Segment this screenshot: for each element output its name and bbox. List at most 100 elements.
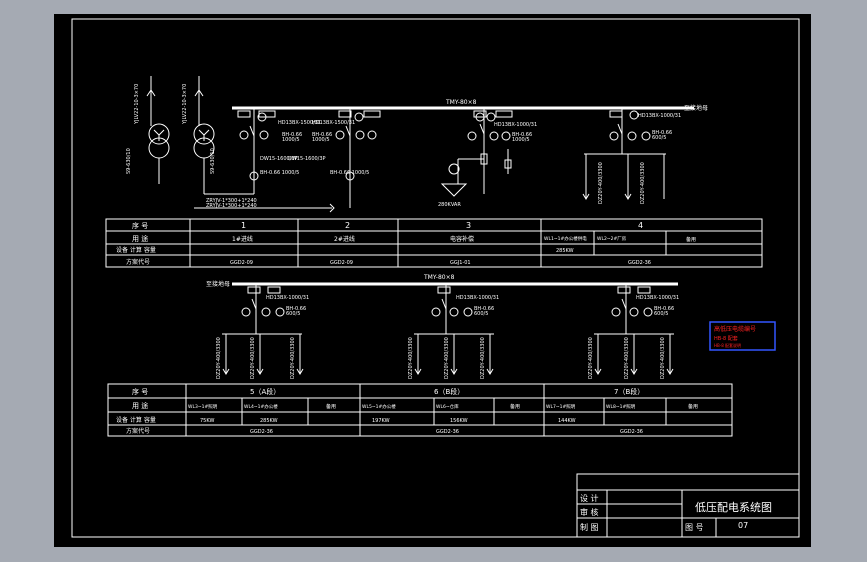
svg-text:BH-0.66: BH-0.66 — [512, 132, 532, 138]
svg-text:YJLV22-10-3×70: YJLV22-10-3×70 — [134, 84, 140, 125]
to-ground-label-top: 至接地母 — [684, 104, 708, 112]
svg-text:HD13BX-1000/31: HD13BX-1000/31 — [636, 295, 679, 301]
svg-text:HD13BX-1000/31: HD13BX-1000/31 — [266, 295, 309, 301]
svg-text:YJLV22-10-3×70: YJLV22-10-3×70 — [182, 84, 188, 125]
b-col-5-no: 5（A段） — [250, 387, 280, 396]
row-label-no: 序 号 — [132, 221, 148, 230]
svg-text:DZ20Y-400/3300: DZ20Y-400/3300 — [480, 337, 486, 379]
svg-text:BH-0.66: BH-0.66 — [312, 132, 332, 138]
review-label: 审 核 — [580, 507, 599, 517]
panel-6-branch: HD13BX-1000/31 BH-0.66 600/5 DZ20Y-400/3… — [408, 284, 499, 379]
incoming-cable-2: YJLV22-10-3×70 — [182, 76, 204, 126]
row-label-code: 方案代号 — [126, 258, 150, 266]
svg-text:DZ20Y-400/3300: DZ20Y-400/3300 — [598, 162, 604, 204]
b-row-label-no: 序 号 — [132, 387, 148, 396]
svg-text:ZRYJV-1*300+1*240: ZRYJV-1*300+1*240 — [206, 203, 257, 209]
b-col-6-cap-2: 156KW — [450, 418, 468, 424]
col-1-code: GGD2-09 — [230, 260, 253, 266]
svg-text:1000/5: 1000/5 — [512, 137, 530, 143]
row-label-cap: 设备 计算 容量 — [116, 246, 156, 254]
svg-text:DZ20Y-400/3300: DZ20Y-400/3300 — [290, 337, 296, 379]
b-col-5-sub-3: 备用 — [326, 403, 336, 410]
col-4-no: 4 — [638, 221, 643, 230]
panel-7-branch: HD13BX-1000/31 BH-0.66 600/5 DZ20Y-400/3… — [588, 284, 679, 379]
col-4-cap: 285KW — [556, 248, 574, 254]
annotation-box: 高低压电缆编号 HB-8 配套 HB-8 配套说明 — [709, 321, 776, 351]
svg-text:BH-0.66: BH-0.66 — [654, 306, 674, 312]
col-2-use: 2#进线 — [334, 235, 355, 243]
drawing-no: 07 — [738, 521, 748, 530]
b-col-7-sub-1: WL7~1#照明 — [546, 404, 576, 410]
b-col-6-cap-1: 197KW — [372, 418, 390, 424]
drawing-sheet: TMY-80×8 至接地母 YJLV22-10-3×70 YJLV22-10-3… — [54, 14, 811, 547]
annotation-line-3: HB-8 配套说明 — [714, 342, 741, 348]
drawing-title: 低压配电系统图 — [695, 501, 772, 514]
svg-text:600/5: 600/5 — [286, 311, 300, 317]
b-col-6-no: 6（B段） — [434, 387, 464, 396]
table-top: 序 号 用 途 设备 计算 容量 方案代号 1 2 3 4 1#进线 2#进线 … — [105, 218, 763, 268]
panel-5-branch: HD13BX-1000/31 BH-0.66 600/5 DZ20Y-400/3… — [216, 284, 309, 379]
svg-text:HD13BX-1000/31: HD13BX-1000/31 — [494, 122, 537, 128]
b-col-5-cap-2: 285KW — [260, 418, 278, 424]
table-bottom: 序 号 用 途 设备 计算 容量 方案代号 5（A段） 6（B段） 7（B段） … — [107, 383, 733, 437]
design-label: 设 计 — [580, 493, 599, 503]
b-col-6-sub-3: 备用 — [510, 403, 520, 410]
svg-text:600/5: 600/5 — [652, 135, 666, 141]
b-col-6-code: GGD2-36 — [436, 429, 459, 435]
col-1-no: 1 — [241, 221, 246, 230]
transformer-1: S9-630/10 — [126, 123, 170, 184]
row-label-use: 用 途 — [132, 234, 148, 243]
panel-3-capacitor-branch: HD13BX-1000/31 BH-0.66 1000/5 280KVAR — [438, 108, 537, 208]
incoming-cable-1: YJLV22-10-3×70 — [134, 76, 156, 126]
b-col-5-sub-1: WL3~1#照明 — [188, 404, 218, 410]
svg-text:DZ20Y-400/3300: DZ20Y-400/3300 — [216, 337, 222, 379]
b-row-label-cap: 设备 计算 容量 — [116, 416, 156, 424]
col-4-sub-1: WL1~1#办公楼供电 — [544, 235, 587, 242]
col-2-code: GGD2-09 — [330, 260, 353, 266]
svg-text:600/5: 600/5 — [474, 311, 488, 317]
svg-text:DZ20Y-400/3300: DZ20Y-400/3300 — [408, 337, 414, 379]
breaker-2-label: DW15-1600/3P — [288, 156, 326, 162]
svg-text:1000/5: 1000/5 — [282, 137, 300, 143]
svg-text:HD13BX-1000/31: HD13BX-1000/31 — [638, 113, 681, 119]
svg-text:DZ20Y-400/3300: DZ20Y-400/3300 — [444, 337, 450, 379]
svg-text:DZ20Y-400/3300: DZ20Y-400/3300 — [588, 337, 594, 379]
col-3-no: 3 — [466, 221, 471, 230]
panel-4-branch: HD13BX-1000/31 BH-0.66 600/5 DZ20Y-400/3… — [582, 108, 681, 204]
svg-text:BH-0.66: BH-0.66 — [474, 306, 494, 312]
svg-text:1000/5: 1000/5 — [312, 137, 330, 143]
svg-text:DZ20Y-400/3300: DZ20Y-400/3300 — [660, 337, 666, 379]
svg-text:BH-0.66: BH-0.66 — [282, 132, 302, 138]
svg-text:DZ20Y-400/3300: DZ20Y-400/3300 — [640, 162, 646, 204]
transformer-2: S9-630/10 — [193, 123, 216, 184]
draw-label: 制 图 — [580, 522, 599, 532]
col-1-use: 1#进线 — [232, 235, 253, 243]
b-col-7-no: 7（B段） — [614, 387, 644, 396]
b-col-5-cap-1: 75KW — [200, 418, 214, 424]
feeder-cable-label: ZRYJV-1*300+1*240 — [206, 198, 257, 204]
capacitor-label: 280KVAR — [438, 202, 461, 208]
feeder-cable: ZRYJV-1*300+1*240 ZRYJV-1*300+1*240 — [194, 184, 335, 213]
b-col-5-sub-2: WL4~1#办公楼 — [244, 403, 278, 410]
col-4-sub-3: 备用 — [686, 236, 696, 243]
col-3-use: 电容补偿 — [450, 235, 474, 243]
annotation-line-1: 高低压电缆编号 — [714, 325, 756, 333]
b-col-7-code: GGD2-36 — [620, 429, 643, 435]
col-4-code: GGD2-36 — [628, 260, 651, 266]
b-col-5-code: GGD2-36 — [250, 429, 273, 435]
svg-text:HD13BX-1500/31: HD13BX-1500/31 — [312, 120, 355, 126]
col-2-no: 2 — [345, 221, 350, 230]
b-col-7-sub-3: 备用 — [688, 403, 698, 410]
svg-text:BH-0.66: BH-0.66 — [286, 306, 306, 312]
panel-2-branch: HD13BX-1500/31 BH-0.66 1000/5 DW15-1600/… — [288, 108, 381, 208]
b-row-label-code: 方案代号 — [126, 427, 150, 435]
breaker-1-label: DW15-1600/3P — [260, 156, 298, 162]
svg-text:DZ20Y-400/3300: DZ20Y-400/3300 — [624, 337, 630, 379]
ct-2-label: BH-0.66 1000/5 — [330, 170, 369, 176]
svg-text:S9-630/10: S9-630/10 — [210, 148, 216, 174]
svg-text:BH-0.66: BH-0.66 — [652, 130, 672, 136]
bus-top-label: TMY-80×8 — [445, 99, 477, 106]
ct-1-label: BH-0.66 1000/5 — [260, 170, 299, 176]
to-ground-label-bottom: 至接地母 — [206, 280, 230, 288]
